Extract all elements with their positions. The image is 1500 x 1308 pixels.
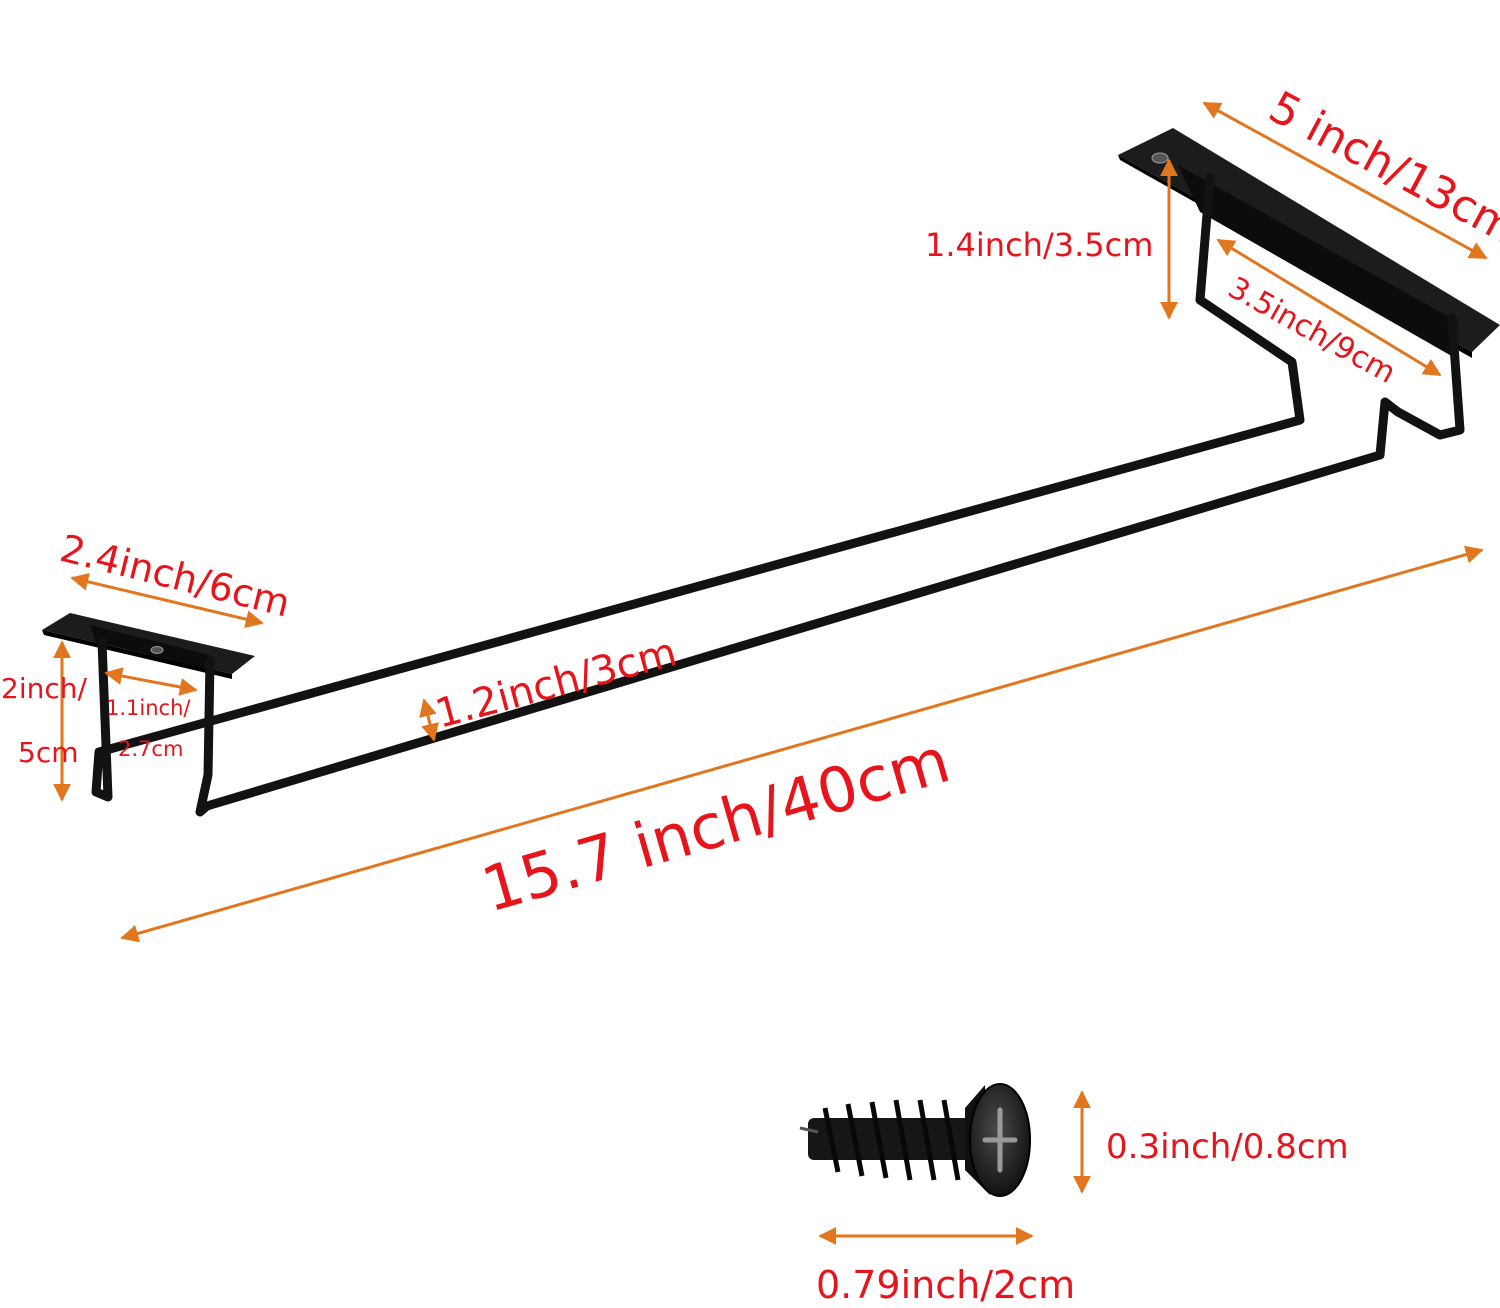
rail-spacing-arrow bbox=[419, 698, 439, 742]
small-mounting-plate bbox=[42, 613, 255, 679]
drop-height-label: 1.4inch/3.5cm bbox=[925, 226, 1153, 264]
overall-length-label: 15.7 inch/40cm bbox=[474, 723, 957, 926]
stemware-rack-icon bbox=[42, 128, 1500, 817]
height-label-cm: 5cm bbox=[18, 736, 78, 769]
inner-width-arrow bbox=[104, 667, 198, 696]
small-plate-length-arrow bbox=[70, 572, 264, 629]
small-plate-length-label: 2.4inch/6cm bbox=[56, 526, 295, 626]
dimension-arrows bbox=[53, 101, 1488, 1245]
height-label-inch: 2inch/ bbox=[1, 672, 87, 705]
rail-width-arrow bbox=[1216, 238, 1442, 377]
screw-head-label: 0.3inch/0.8cm bbox=[1106, 1127, 1349, 1167]
wire-rails bbox=[91, 173, 1465, 817]
inner-width-label-inch: 1.1inch/ bbox=[106, 696, 191, 720]
dimension-labels: 15.7 inch/40cm 5 inch/13cm 1.4inch/3.5cm… bbox=[1, 82, 1500, 1307]
screw-length-label: 0.79inch/2cm bbox=[816, 1263, 1075, 1307]
plate-length-arrow bbox=[1202, 101, 1488, 260]
screw-icon bbox=[799, 1083, 1031, 1197]
inner-width-label-cm: 2.7cm bbox=[118, 737, 183, 761]
overall-length-arrow bbox=[120, 545, 1484, 943]
